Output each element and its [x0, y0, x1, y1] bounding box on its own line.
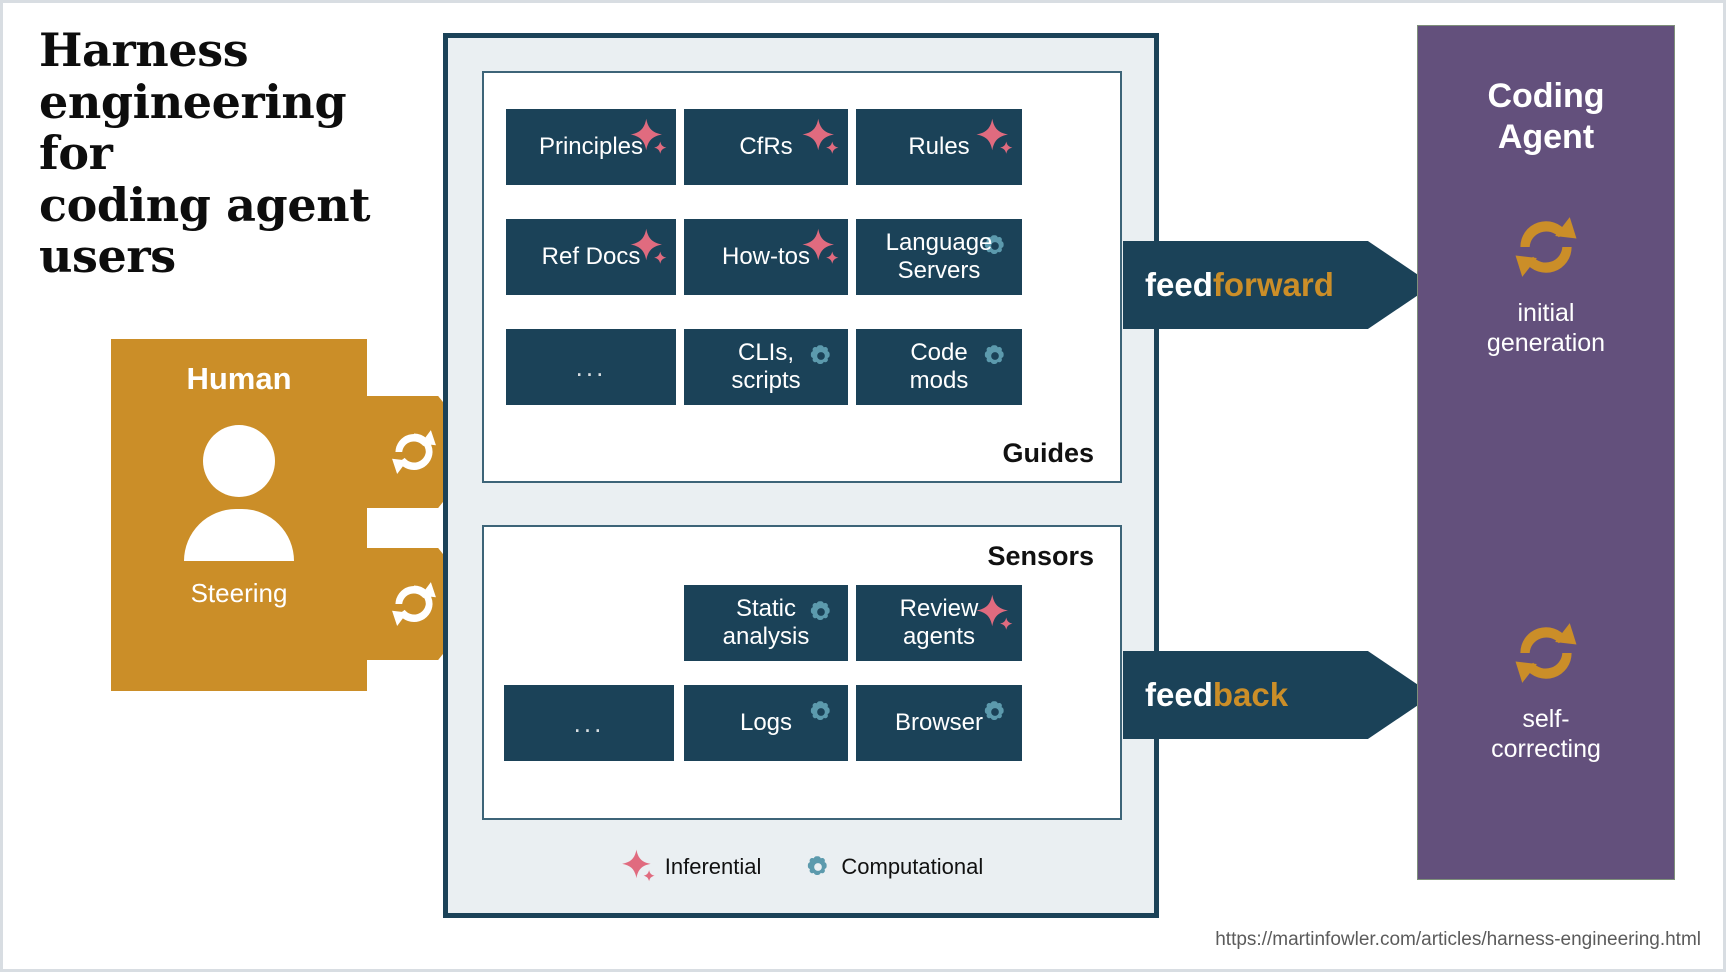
guides-tile-principles[interactable]: Principles	[506, 109, 676, 185]
human-block: Human Steering	[111, 339, 367, 691]
tile-label: ...	[573, 707, 605, 738]
gear-icon	[810, 601, 830, 620]
gear-icon	[984, 345, 1004, 364]
feedback-arrow: feedback	[1123, 651, 1433, 739]
legend-label: Computational	[841, 854, 984, 879]
sensors-tile-static-analysis[interactable]: Static analysis	[684, 585, 848, 661]
sensors-tile-browser[interactable]: Browser	[856, 685, 1022, 761]
person-body-shape	[184, 509, 294, 561]
sensors-tile-logs[interactable]: Logs	[684, 685, 848, 761]
tile-label: How-tos	[721, 242, 811, 270]
feedforward-prefix: feed	[1145, 266, 1213, 303]
person-head-shape	[203, 425, 275, 497]
agent-stage-caption: initial generation	[1486, 299, 1606, 357]
sensors-tile-review-agents[interactable]: Review agents	[856, 585, 1022, 661]
gear-icon	[810, 345, 830, 364]
sparkle-icon	[630, 228, 667, 264]
person-icon	[184, 425, 294, 561]
feedback-accent: back	[1212, 676, 1289, 713]
guides-panel: Principles CfRs Rules	[482, 71, 1122, 483]
sparkle-icon	[976, 118, 1013, 154]
coding-agent-panel: Coding Agent initial generation self- co…	[1417, 25, 1675, 880]
guides-tile-code-mods[interactable]: Code mods	[856, 329, 1022, 405]
refresh-loop-icon	[1515, 217, 1577, 277]
tile-label: Static analysis	[722, 594, 810, 650]
harness-frame: Principles CfRs Rules	[443, 33, 1159, 918]
legend-item-inferential: Inferential	[619, 848, 762, 886]
sparkle-icon	[802, 118, 839, 154]
agent-stage-initial-generation: initial generation	[1418, 208, 1674, 358]
sparkle-icon	[976, 594, 1013, 630]
source-url: https://martinfowler.com/articles/harnes…	[1215, 929, 1701, 950]
guides-section-label: Guides	[1002, 438, 1094, 468]
sparkle-icon	[630, 118, 667, 154]
tile-label: CLIs, scripts	[731, 338, 801, 394]
gear-icon	[808, 856, 827, 875]
refresh-loop-icon	[392, 582, 436, 626]
guides-tile-rules[interactable]: Rules	[856, 109, 1022, 185]
gear-icon	[810, 701, 830, 720]
tile-label: Code mods	[909, 338, 969, 394]
tile-label: Logs	[739, 708, 793, 736]
refresh-loop-icon	[392, 430, 436, 474]
feedback-prefix: feed	[1145, 676, 1213, 713]
sensors-panel: Static analysis Review agents ... Logs	[482, 525, 1122, 820]
legend-label: Inferential	[664, 854, 762, 879]
human-caption: Steering	[190, 578, 288, 608]
guides-tile-language-servers[interactable]: Language Servers	[856, 219, 1022, 295]
gear-icon	[984, 701, 1004, 720]
tile-label: Ref Docs	[541, 242, 641, 270]
coding-agent-title: Coding Agent	[1487, 77, 1605, 156]
guides-tile-how-tos[interactable]: How-tos	[684, 219, 848, 295]
tile-label: CfRs	[739, 132, 793, 160]
page-title: Harness engineering for coding agent use…	[39, 23, 371, 284]
sensors-section-label: Sensors	[987, 541, 1094, 571]
guides-tile-more[interactable]: ...	[506, 329, 676, 405]
feedforward-arrow: feedforward	[1123, 241, 1433, 329]
tile-label: Principles	[538, 132, 644, 160]
refresh-loop-icon	[1515, 623, 1577, 683]
tile-label: ...	[575, 351, 607, 382]
guides-tile-clis-scripts[interactable]: CLIs, scripts	[684, 329, 848, 405]
sensors-tile-more[interactable]: ...	[504, 685, 674, 761]
legend: Inferential Computational	[443, 848, 1159, 886]
sparkle-icon	[802, 228, 839, 264]
gear-icon	[984, 235, 1004, 254]
agent-stage-self-correcting: self- correcting	[1418, 614, 1674, 764]
sparkle-icon	[621, 849, 655, 882]
guides-tile-cfrs[interactable]: CfRs	[684, 109, 848, 185]
feedforward-accent: forward	[1212, 266, 1334, 303]
tile-label: Browser	[894, 708, 984, 736]
legend-item-computational: Computational	[803, 852, 983, 882]
tile-label: Rules	[908, 132, 970, 160]
tile-label: Review agents	[899, 594, 979, 650]
tile-label: Language Servers	[885, 228, 993, 284]
human-heading: Human	[186, 361, 292, 396]
agent-stage-caption: self- correcting	[1491, 705, 1601, 763]
guides-tile-ref-docs[interactable]: Ref Docs	[506, 219, 676, 295]
